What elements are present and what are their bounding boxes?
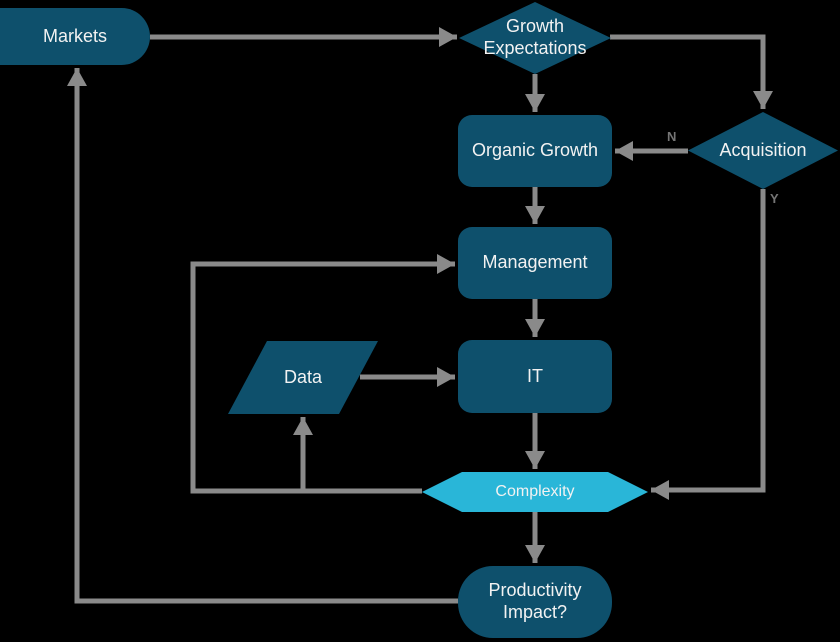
data-label: Data [283,366,323,387]
node-growth-expectations: Growth Expectations [459,2,611,74]
node-productivity-impact: Productivity Impact? [458,566,612,638]
markets-shape [0,8,150,65]
complexity-hexagon [422,472,648,512]
productivity-impact-label: Productivity Impact? [488,580,582,622]
node-organic-growth: Organic Growth [458,115,612,187]
edge-complexity-to-management [190,254,456,494]
organic-growth-label: Organic Growth [471,140,599,161]
node-acquisition: Acquisition [688,112,838,189]
growth-expectations-label: Growth Expectations [483,16,587,58]
edge-label-no: N [667,129,677,144]
productivity-impact-shape [458,566,612,638]
it-shape [458,340,612,413]
node-management: Management [458,227,612,299]
management-shape [458,227,612,299]
edge-label-yes: Y [770,191,779,206]
complexity-label: Complexity [495,483,575,501]
management-label: Management [482,252,588,273]
edge-productivity-impact-to-markets [67,67,458,604]
node-data: Data [228,341,378,414]
it-label: IT [527,365,543,386]
node-it: IT [458,340,612,413]
acquisition-label: Acquisition [719,139,807,160]
node-markets: Markets [0,8,150,65]
markets-label: Markets [42,25,107,46]
edge-growth-expectations-to-acquisition [610,34,773,110]
edge-acquisition-yes-to-complexity [650,189,766,500]
node-complexity: Complexity [422,472,648,512]
organic-growth-shape [458,115,612,187]
